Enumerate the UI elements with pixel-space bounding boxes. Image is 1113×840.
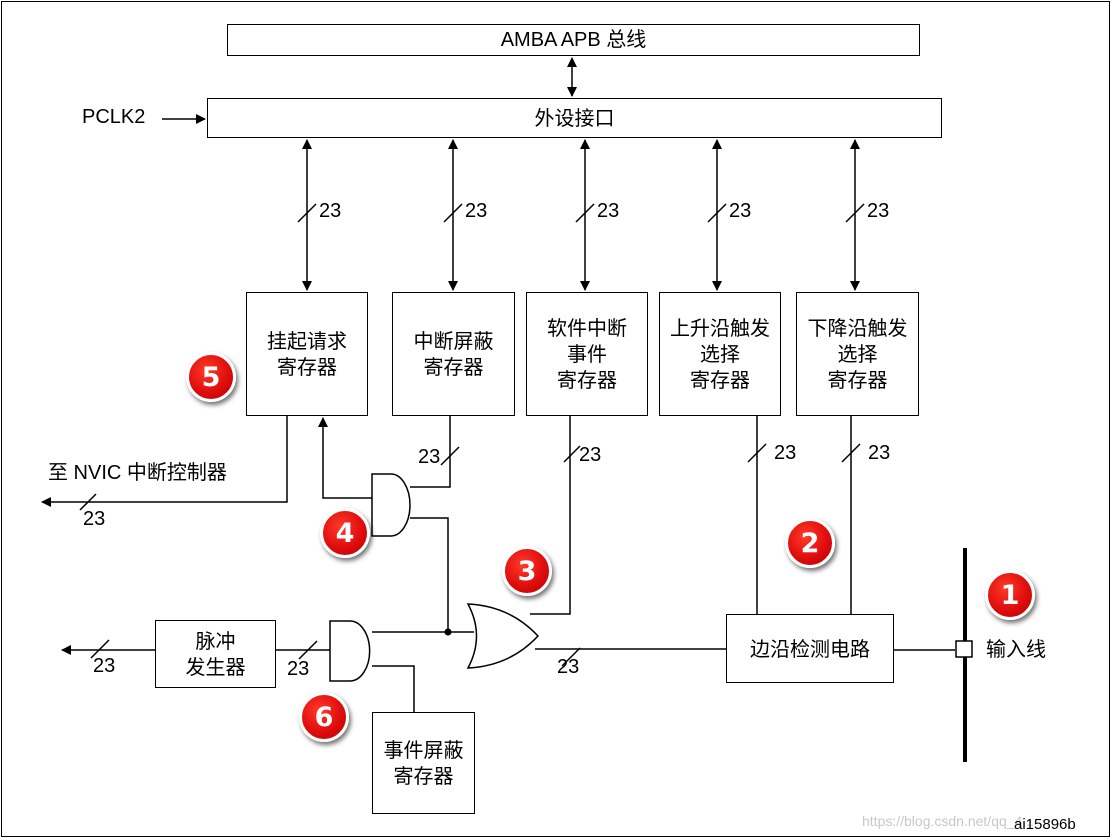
and-gate-6 [329,620,371,682]
watermark: https://blog.csdn.net/qq_4... [862,813,1035,829]
pulse-generator: 脉冲 发生器 [155,620,276,688]
software-interrupt-event-register: 软件中断 事件 寄存器 [526,292,648,416]
badge-5: 5 [186,352,236,402]
or-gate-3 [466,603,540,669]
width-label: 23 [319,200,342,222]
falling-trigger-selection-register: 下降沿触发 选择 寄存器 [796,292,919,416]
and-gate-4 [371,473,411,537]
input-pin [955,640,973,658]
edge-detect-circuit: 边沿检测电路 [726,614,894,683]
event-mask-register: 事件屏蔽 寄存器 [372,712,475,814]
peripheral-interface: 外设接口 [207,98,942,138]
badge-2: 2 [785,518,835,568]
width-label: 23 [579,444,602,466]
interrupt-mask-register: 中断屏蔽 寄存器 [392,292,515,416]
width-label: 23 [867,200,890,222]
pclk2-label: PCLK2 [82,106,146,128]
badge-6: 6 [299,692,349,742]
width-label: 23 [597,200,620,222]
width-label: 23 [868,442,891,464]
width-label: 23 [465,200,488,222]
pending-request-register: 挂起请求 寄存器 [246,292,368,416]
width-label: 23 [93,655,116,677]
width-label: 23 [418,446,441,468]
badge-3: 3 [502,546,552,596]
width-label: 23 [729,200,752,222]
badge-4: 4 [320,508,370,558]
to-nvic-label: 至 NVIC 中断控制器 [48,462,227,484]
badge-1: 1 [985,570,1035,620]
width-label: 23 [774,442,797,464]
rising-trigger-selection-register: 上升沿触发 选择 寄存器 [659,292,781,416]
amba-apb-bus: AMBA APB 总线 [227,24,920,56]
width-label: 23 [287,658,310,680]
width-label: 23 [557,656,580,678]
width-label: 23 [83,508,106,530]
input-line-label: 输入线 [986,637,1046,661]
to-nvic-text: 至 NVIC 中断控制器 [48,462,227,484]
figure-id: ai15896b [1014,816,1076,833]
nvic-line [41,415,288,507]
